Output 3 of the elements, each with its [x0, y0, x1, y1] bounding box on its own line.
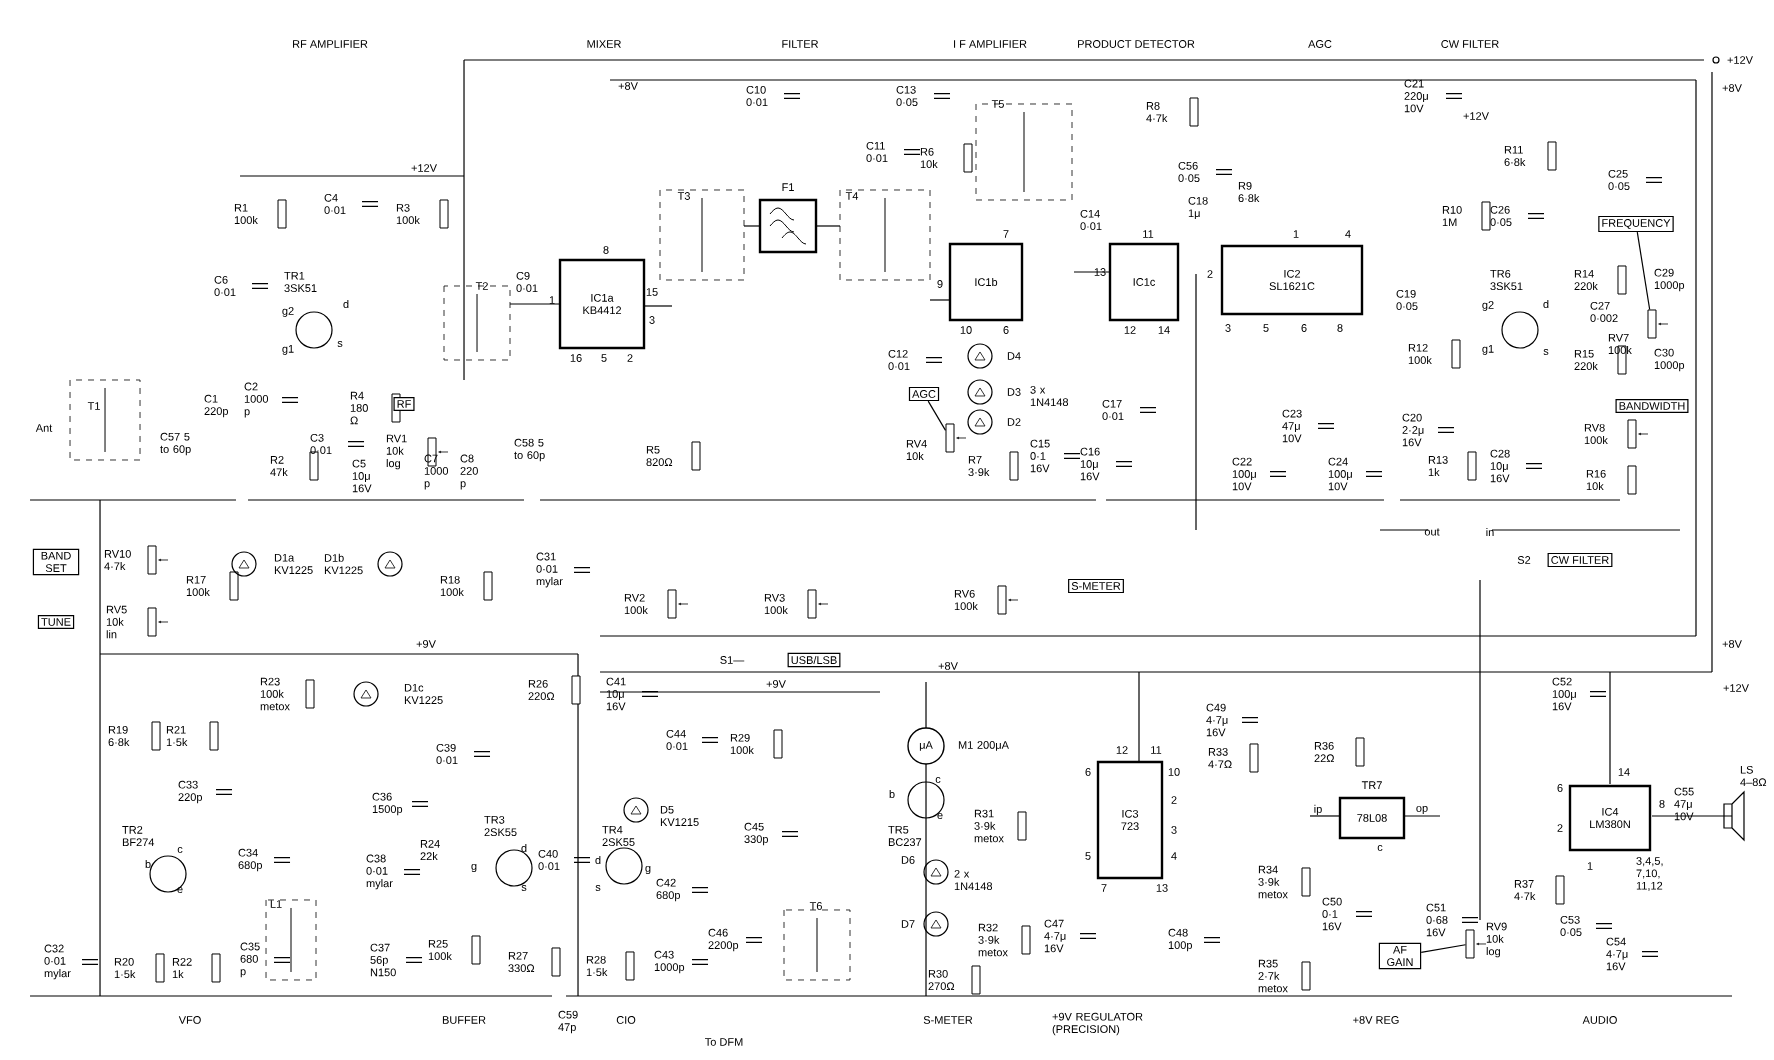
leader-line	[1636, 231, 1651, 311]
leader-line	[927, 400, 947, 431]
leader-line	[1420, 944, 1467, 953]
